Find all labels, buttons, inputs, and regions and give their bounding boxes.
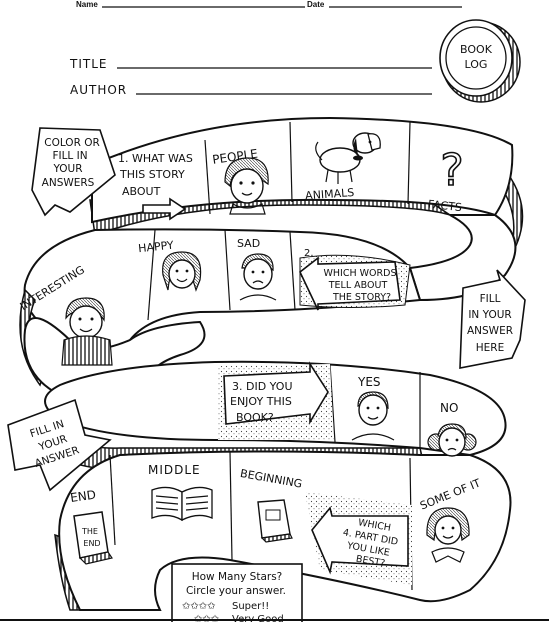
- stars-question: How Many Stars?: [192, 571, 283, 583]
- fill-right-line4: HERE: [476, 342, 504, 354]
- badge-line2: LOG: [465, 58, 488, 71]
- fill-right-line3: ANSWER: [467, 325, 513, 337]
- q4-line4: BEST?: [355, 554, 386, 570]
- fill-right-line1: FILL: [480, 293, 501, 305]
- facts-label: FACTS: [427, 198, 462, 214]
- space-people[interactable]: PEOPLE: [211, 147, 269, 215]
- space-happy[interactable]: HAPPY: [138, 239, 202, 292]
- happy-girl-face-icon: [162, 251, 202, 292]
- fill-right-arrow[interactable]: FILL IN YOUR ANSWER HERE: [459, 269, 526, 369]
- question-mark-icon: ?: [440, 145, 463, 196]
- start-instruction-arrow: COLOR OR FILL IN YOUR ANSWERS: [31, 127, 116, 217]
- author-label: AUTHOR: [70, 83, 127, 97]
- q2-line1: WHICH WORDS: [324, 268, 397, 279]
- space-no[interactable]: NO: [427, 401, 477, 457]
- open-book-icon: [151, 486, 213, 522]
- super-label: Super!!: [232, 601, 269, 612]
- animals-label: ANIMALS: [305, 186, 355, 202]
- title-author-form: TITLE AUTHOR: [69, 57, 432, 97]
- space-animals[interactable]: ANIMALS: [305, 132, 381, 202]
- end-label: END: [69, 488, 97, 505]
- start-line3: YOUR: [52, 163, 82, 175]
- space-facts[interactable]: ? FACTS: [427, 144, 464, 214]
- q1-line2: THIS STORY: [119, 168, 185, 181]
- middle-label: MIDDLE: [148, 463, 201, 477]
- sad-label: SAD: [237, 237, 260, 250]
- book-log-badge: BOOK LOG: [439, 19, 521, 103]
- space-end[interactable]: END THE END: [69, 488, 113, 565]
- start-line2: FILL IN: [52, 150, 87, 162]
- sad-boy-face-icon: [239, 253, 277, 301]
- boy-face-icon: [351, 391, 395, 441]
- q3-line1: 3. DID YOU: [232, 380, 293, 393]
- name-label: Name: [76, 0, 98, 9]
- q2-line3: THE STORY?: [332, 292, 391, 303]
- space-sad[interactable]: SAD: [237, 237, 277, 301]
- book-cover-line1: THE: [81, 527, 98, 536]
- header: Name Date: [76, 0, 462, 9]
- fill-left-arrow[interactable]: FILL IN YOUR ANSWER: [7, 398, 112, 492]
- badge-line1: BOOK: [460, 43, 493, 56]
- q1-line1: 1. WHAT WAS: [118, 152, 193, 165]
- question-2: 2. WHICH WORDS TELL ABOUT THE STORY?: [299, 248, 401, 311]
- girl-pigtails-face-icon: [427, 423, 477, 457]
- title-label: TITLE: [69, 57, 107, 71]
- q2-arrow-icon: [299, 256, 401, 311]
- question-1: 1. WHAT WAS THIS STORY ABOUT: [118, 152, 193, 221]
- q3-line3: BOOK?: [236, 411, 274, 424]
- q1-arrow-icon: [142, 197, 187, 221]
- stars-rating-box: How Many Stars? Circle your answer. ✩✩✩✩…: [171, 563, 303, 622]
- very-good-stars[interactable]: ✩✩✩: [194, 614, 220, 622]
- fill-right-line2: IN YOUR: [468, 309, 511, 321]
- yes-label: YES: [357, 375, 381, 389]
- q1-line3: ABOUT: [122, 185, 161, 198]
- child-face-icon: [224, 157, 269, 215]
- q2-number: 2.: [304, 248, 314, 259]
- dog-icon: [315, 132, 381, 184]
- super-stars[interactable]: ✩✩✩✩: [182, 601, 216, 612]
- q4-arrow-icon: [311, 506, 409, 575]
- happy-label: HAPPY: [138, 239, 175, 256]
- end-book-icon: THE END: [73, 511, 113, 565]
- question-4: WHICH 4. PART DID YOU LIKE BEST?: [311, 506, 409, 575]
- stars-instruction: Circle your answer.: [186, 585, 286, 597]
- date-label: Date: [307, 0, 325, 9]
- question-3: 3. DID YOU ENJOY THIS BOOK?: [223, 361, 329, 425]
- start-line4: ANSWERS: [42, 177, 95, 189]
- closed-book-icon: [257, 499, 293, 543]
- space-middle[interactable]: MIDDLE: [148, 463, 213, 522]
- girl-bob-hair-icon: [426, 507, 470, 563]
- no-label: NO: [440, 401, 458, 415]
- q3-line2: ENJOY THIS: [230, 395, 292, 408]
- q3-arrow-icon: [223, 361, 329, 425]
- space-yes[interactable]: YES: [351, 375, 395, 441]
- book-cover-line2: END: [83, 539, 100, 548]
- very-good-label: Very Good: [232, 614, 284, 622]
- q2-line2: TELL ABOUT: [328, 280, 388, 291]
- start-line1: COLOR OR: [44, 137, 100, 149]
- boy-curly-hair-icon: [61, 297, 113, 366]
